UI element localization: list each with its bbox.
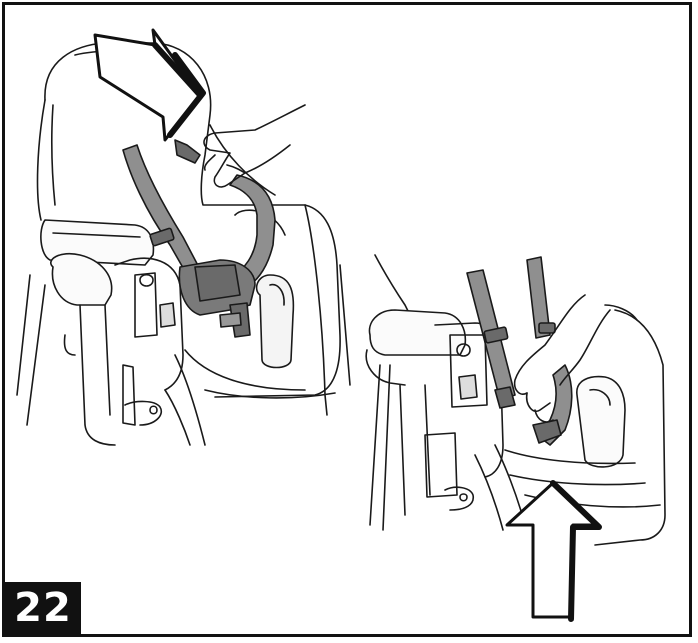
left-hand: [203, 104, 306, 188]
left-harness: [122, 139, 276, 338]
right-hand: [513, 294, 611, 423]
highchair-harness-illustration: [16, 28, 666, 622]
arrow-right-down-icon: [93, 28, 206, 142]
step-number-badge: 22: [5, 582, 81, 634]
left-chair: [16, 42, 351, 446]
arrow-up-icon: [505, 480, 602, 622]
right-harness: [466, 256, 573, 446]
right-chair: [365, 254, 666, 546]
instruction-panel: 22: [2, 2, 692, 637]
